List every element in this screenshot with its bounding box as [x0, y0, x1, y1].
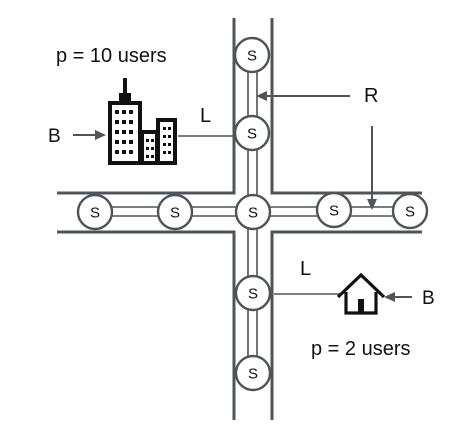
building-group: L: [48, 45, 235, 165]
building-b-arrowhead: [95, 130, 106, 140]
station-h4: S: [315, 191, 353, 229]
building-link-label: L: [200, 105, 211, 127]
station-v4: S: [234, 274, 272, 312]
station-label: S: [170, 205, 180, 222]
station-label: S: [247, 126, 257, 143]
road-upper-right: [270, 18, 422, 195]
road-ref-group: R: [256, 85, 378, 210]
station-label: S: [329, 203, 339, 220]
house-link-label: L: [300, 258, 311, 280]
house-group: L B p = 2 users: [274, 258, 435, 360]
house-icon: [336, 272, 386, 315]
road-lower-right: [270, 230, 422, 420]
building-b-label: B: [48, 126, 61, 147]
station-h1: S: [76, 193, 114, 231]
office-building-icon: [108, 78, 177, 165]
house-b-arrowhead: [384, 292, 395, 302]
station-h5: S: [391, 192, 429, 230]
station-label: S: [247, 48, 257, 65]
road-ref-arrowhead-down: [367, 199, 377, 210]
road-lower-left: [57, 230, 236, 420]
station-v1: S: [233, 36, 271, 74]
stations: S S S S S S S: [76, 36, 429, 392]
station-h2: S: [156, 193, 194, 231]
building-population-label: p = 10 users: [56, 45, 167, 67]
station-links: [112, 72, 393, 356]
station-center: S: [234, 193, 272, 231]
house-population-label: p = 2 users: [311, 338, 411, 360]
road-ref-arrowhead-left: [256, 91, 267, 101]
station-label: S: [90, 205, 100, 222]
house-b-label: B: [422, 288, 435, 309]
station-v2: S: [233, 114, 271, 152]
road-ref-label: R: [364, 85, 378, 107]
station-label: S: [405, 204, 415, 221]
road-outlines: [57, 18, 422, 420]
station-label: S: [248, 366, 258, 383]
station-label: S: [248, 286, 258, 303]
road-upper-left: [57, 18, 236, 195]
station-label: S: [248, 205, 258, 222]
station-v5: S: [234, 354, 272, 392]
